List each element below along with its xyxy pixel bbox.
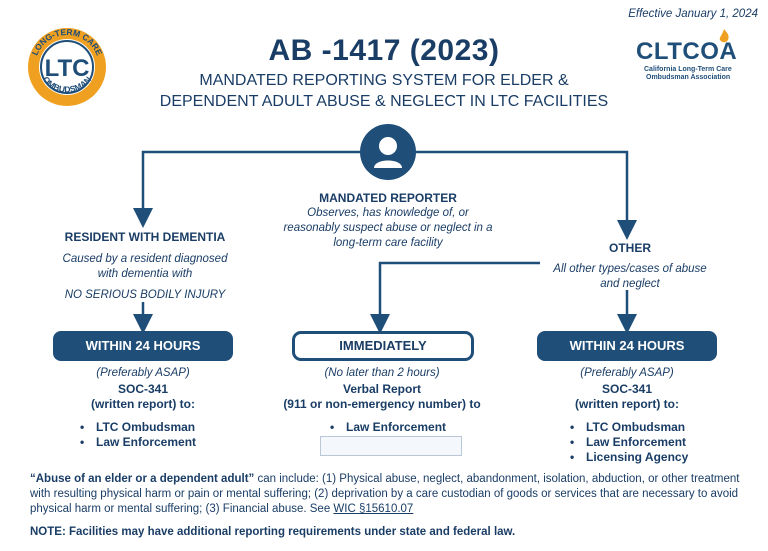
left-report-type: SOC-341 (written report) to:	[53, 382, 233, 412]
right-report-type: SOC-341 (written report) to:	[537, 382, 717, 412]
list-item: LTC Ombudsman	[76, 420, 196, 435]
center-report-1: Verbal Report	[342, 382, 422, 396]
center-recipient-list: Law Enforcement	[326, 420, 446, 435]
right-report-1: SOC-341	[601, 382, 653, 396]
left-timing-pill: WITHIN 24 HOURS	[53, 331, 233, 361]
connector-center	[370, 261, 540, 334]
list-item: LTC Ombudsman	[566, 420, 688, 435]
right-recipient-list: LTC Ombudsman Law Enforcement Licensing …	[566, 420, 688, 465]
center-report-2: (911 or non-emergency number) to	[283, 397, 481, 411]
reporter-description: Observes, has knowledge of, or reasonabl…	[258, 206, 518, 251]
left-report-1: SOC-341	[117, 382, 169, 396]
left-heading: RESIDENT WITH DEMENTIA	[64, 230, 226, 244]
connector-right-top	[388, 150, 637, 240]
ltc-ombudsman-logo: LONG-TERM CARE OMBUDSMAN LTC	[28, 27, 106, 106]
connector-left-top	[133, 150, 388, 228]
center-timing-pill: IMMEDIATELY	[292, 331, 474, 361]
cltcoa-line2: Ombudsman Association	[646, 74, 731, 81]
reporter-line-1: Observes, has knowledge of, or	[307, 207, 469, 219]
right-desc-2: and neglect	[600, 278, 660, 290]
subtitle-line-1: MANDATED REPORTING SYSTEM FOR ELDER &	[199, 72, 569, 89]
page-subtitle: MANDATED REPORTING SYSTEM FOR ELDER & DE…	[120, 70, 648, 112]
effective-date: Effective January 1, 2024	[628, 8, 758, 20]
reporter-heading: MANDATED REPORTER	[319, 191, 457, 205]
wic-link[interactable]: WIC §15610.07	[333, 503, 414, 515]
center-timing-note: (No later than 2 hours)	[324, 367, 440, 379]
definition-lead: “Abuse of an elder or a dependent adult”	[30, 473, 255, 485]
list-item: Law Enforcement	[326, 420, 446, 435]
blank-field[interactable]	[320, 436, 462, 456]
list-item: Law Enforcement	[566, 435, 688, 450]
right-timing-pill: WITHIN 24 HOURS	[537, 331, 717, 361]
right-timing-note: (Preferably ASAP)	[580, 367, 674, 379]
footer-note: NOTE: Facilities may have additional rep…	[30, 526, 516, 538]
left-description: Caused by a resident diagnosed with deme…	[40, 252, 250, 303]
page-title: AB -1417 (2023)	[268, 34, 500, 67]
cltcoa-line1: California Long-Term Care	[644, 66, 732, 73]
left-timing-note: (Preferably ASAP)	[96, 367, 190, 379]
right-report-2: (written report) to:	[575, 397, 679, 411]
left-desc-1: Caused by a resident diagnosed	[62, 253, 228, 265]
reporter-line-2: reasonably suspect abuse or neglect in a	[283, 222, 493, 234]
abuse-definition: “Abuse of an elder or a dependent adult”…	[30, 472, 740, 517]
center-report-type: Verbal Report (911 or non-emergency numb…	[262, 382, 502, 412]
list-item: Law Enforcement	[76, 435, 196, 450]
left-recipient-list: LTC Ombudsman Law Enforcement	[76, 420, 196, 450]
list-item: Licensing Agency	[566, 450, 688, 465]
flame-icon	[719, 29, 729, 43]
subtitle-line-2: DEPENDENT ADULT ABUSE & NEGLECT IN LTC F…	[159, 93, 609, 110]
right-description: All other types/cases of abuse and negle…	[530, 262, 730, 292]
left-desc-2: with dementia with	[97, 268, 193, 280]
right-heading: OTHER	[609, 241, 651, 255]
person-icon	[360, 124, 416, 180]
left-desc-3: NO SERIOUS BODILY INJURY	[64, 289, 226, 301]
definition-text: can include: (1) Physical abuse, neglect…	[30, 473, 740, 515]
cltcoa-logo: CLTCOA California Long-Term Care Ombudsm…	[636, 28, 748, 84]
right-desc-1: All other types/cases of abuse	[553, 263, 707, 275]
reporter-line-3: long-term care facility	[333, 237, 443, 249]
cltcoa-name: CLTCOA	[636, 38, 738, 65]
left-report-2: (written report) to:	[91, 397, 195, 411]
ltc-center-text: LTC	[45, 55, 90, 82]
